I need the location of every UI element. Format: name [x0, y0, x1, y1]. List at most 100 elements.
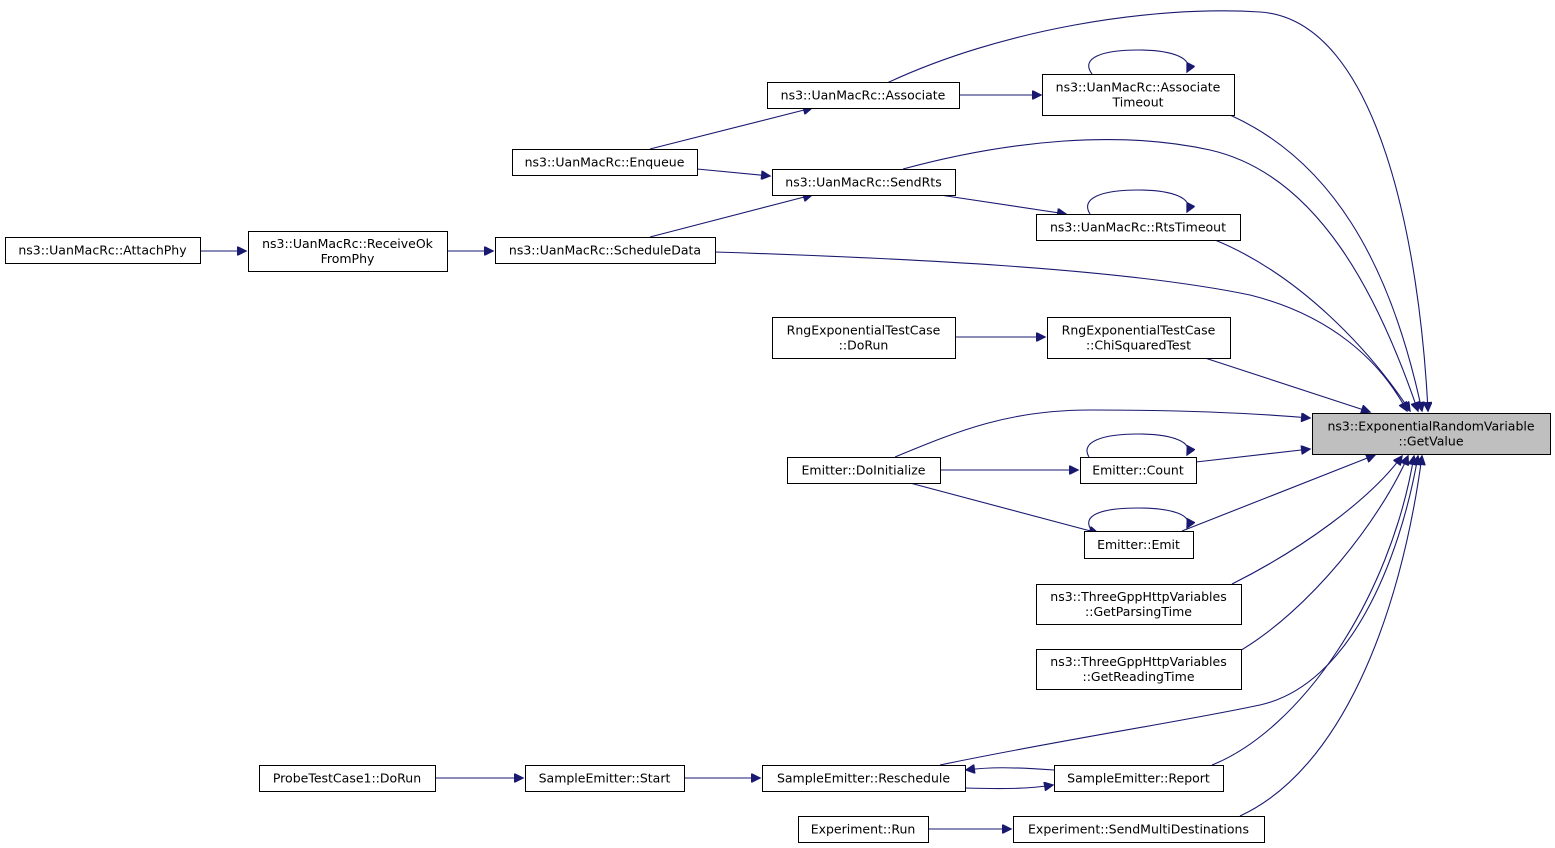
edge-assoc_timeout-to-assoc_timeout — [1088, 49, 1189, 75]
edge-se_report-to-getvalue — [1211, 456, 1414, 766]
node-getvalue[interactable]: ns3::ExponentialRandomVariable::GetValue — [1312, 413, 1551, 455]
node-box — [767, 82, 960, 109]
node-label: ns3::UanMacRc::ReceiveOk — [262, 236, 434, 251]
edge-rtstimeout-to-getvalue — [1214, 239, 1410, 411]
node-label: ProbeTestCase1::DoRun — [273, 771, 421, 786]
node-label: ns3::UanMacRc::RtsTimeout — [1050, 220, 1226, 235]
edges — [200, 10, 1428, 829]
node-enqueue[interactable]: ns3::UanMacRc::Enqueue — [512, 149, 698, 176]
node-label: ns3::ThreeGppHttpVariables — [1050, 654, 1226, 669]
node-rng_chi[interactable]: RngExponentialTestCase::ChiSquaredTest — [1047, 317, 1231, 359]
node-box — [1047, 317, 1231, 359]
edge-em_doinit-to-getvalue — [894, 409, 1310, 458]
node-label: ::DoRun — [839, 338, 889, 353]
node-label: ns3::UanMacRc::AttachPhy — [18, 243, 187, 258]
edge-assoc_timeout-to-getvalue — [1229, 114, 1422, 411]
node-label: Timeout — [1111, 95, 1163, 110]
node-box — [1080, 457, 1197, 484]
node-exp_run[interactable]: Experiment::Run — [798, 816, 929, 843]
node-box — [1036, 649, 1242, 690]
edge-se_report-to-se_resched — [966, 768, 1055, 770]
edge-enqueue-to-sendrts — [696, 168, 770, 176]
node-em_count[interactable]: Emitter::Count — [1080, 457, 1197, 484]
node-label: ns3::UanMacRc::Enqueue — [525, 155, 685, 170]
node-se_start[interactable]: SampleEmitter::Start — [525, 765, 685, 792]
node-box — [787, 457, 941, 484]
node-box — [259, 765, 436, 792]
node-box — [762, 765, 966, 792]
edge-scheduledata-to-sendrts — [649, 195, 812, 238]
node-box — [1013, 816, 1265, 843]
node-label: ns3::ExponentialRandomVariable — [1327, 419, 1534, 434]
node-label: Emitter::DoInitialize — [802, 463, 926, 478]
node-rng_dorun[interactable]: RngExponentialTestCase::DoRun — [772, 317, 956, 359]
node-probe_dorun[interactable]: ProbeTestCase1::DoRun — [259, 765, 436, 792]
node-label: RngExponentialTestCase — [787, 323, 941, 338]
node-box — [248, 231, 448, 272]
edge-http_parsing-to-getvalue — [1231, 456, 1402, 585]
node-box — [772, 169, 956, 196]
edge-scheduledata-to-getvalue — [714, 251, 1407, 411]
node-label: ns3::UanMacRc::Associate — [781, 88, 946, 103]
node-box — [1312, 413, 1551, 455]
node-label: RngExponentialTestCase — [1062, 323, 1216, 338]
edge-em_doinit-to-em_emit — [909, 482, 1098, 533]
node-attachphy[interactable]: ns3::UanMacRc::AttachPhy — [5, 237, 201, 264]
edge-sendrts-to-getvalue — [902, 139, 1418, 411]
node-label: ::GetReadingTime — [1082, 669, 1194, 684]
node-se_resched[interactable]: SampleEmitter::Reschedule — [762, 765, 966, 792]
edge-em_emit-to-getvalue — [1181, 455, 1375, 532]
edge-em_count-to-getvalue — [1195, 449, 1310, 463]
node-box — [525, 765, 685, 792]
node-label: SampleEmitter::Start — [539, 771, 671, 786]
edge-enqueue-to-associate — [649, 108, 812, 150]
node-box — [5, 237, 201, 264]
node-label: Experiment::Run — [811, 822, 916, 837]
node-scheduledata[interactable]: ns3::UanMacRc::ScheduleData — [495, 237, 716, 264]
node-box — [1036, 584, 1242, 625]
node-associate[interactable]: ns3::UanMacRc::Associate — [767, 82, 960, 109]
edge-sendrts-to-rtstimeout — [939, 194, 1066, 214]
node-label: FromPhy — [321, 251, 375, 266]
edge-em_count-to-em_count — [1086, 433, 1188, 458]
node-label: ns3::UanMacRc::ScheduleData — [509, 243, 701, 258]
node-label: ns3::ThreeGppHttpVariables — [1050, 589, 1226, 604]
node-label: Emitter::Emit — [1097, 537, 1180, 552]
edge-associate-to-getvalue — [886, 10, 1428, 411]
edge-se_resched-to-getvalue — [939, 456, 1418, 766]
node-label: ns3::UanMacRc::Associate — [1056, 80, 1221, 95]
node-label: ::GetParsingTime — [1085, 604, 1192, 619]
node-label: Experiment::SendMultiDestinations — [1028, 822, 1249, 837]
edge-exp_send-to-getvalue — [1239, 456, 1422, 817]
node-http_reading[interactable]: ns3::ThreeGppHttpVariables::GetReadingTi… — [1036, 649, 1242, 690]
edge-http_reading-to-getvalue — [1237, 456, 1408, 653]
edge-rtstimeout-to-rtstimeout — [1087, 189, 1189, 215]
node-box — [772, 317, 956, 359]
edge-rng_chi-to-getvalue — [1204, 357, 1370, 412]
node-label: SampleEmitter::Report — [1067, 771, 1210, 786]
node-em_doinit[interactable]: Emitter::DoInitialize — [787, 457, 941, 484]
node-label: ::GetValue — [1398, 434, 1463, 449]
node-box — [1036, 214, 1241, 241]
node-se_report[interactable]: SampleEmitter::Report — [1054, 765, 1224, 792]
node-box — [495, 237, 716, 264]
node-box — [1084, 531, 1194, 559]
node-box — [798, 816, 929, 843]
node-label: SampleEmitter::Reschedule — [777, 771, 950, 786]
node-rtstimeout[interactable]: ns3::UanMacRc::RtsTimeout — [1036, 214, 1241, 241]
node-box — [512, 149, 698, 176]
node-exp_send[interactable]: Experiment::SendMultiDestinations — [1013, 816, 1265, 843]
node-sendrts[interactable]: ns3::UanMacRc::SendRts — [772, 169, 956, 196]
node-box — [1042, 74, 1235, 116]
edge-em_emit-to-em_emit — [1088, 507, 1189, 532]
node-http_parsing[interactable]: ns3::ThreeGppHttpVariables::GetParsingTi… — [1036, 584, 1242, 625]
edge-se_resched-to-se_report — [964, 785, 1053, 789]
node-box — [1054, 765, 1224, 792]
node-label: ns3::UanMacRc::SendRts — [785, 175, 941, 190]
node-label: ::ChiSquaredTest — [1086, 338, 1191, 353]
node-label: Emitter::Count — [1092, 463, 1184, 478]
node-em_emit[interactable]: Emitter::Emit — [1084, 531, 1194, 559]
